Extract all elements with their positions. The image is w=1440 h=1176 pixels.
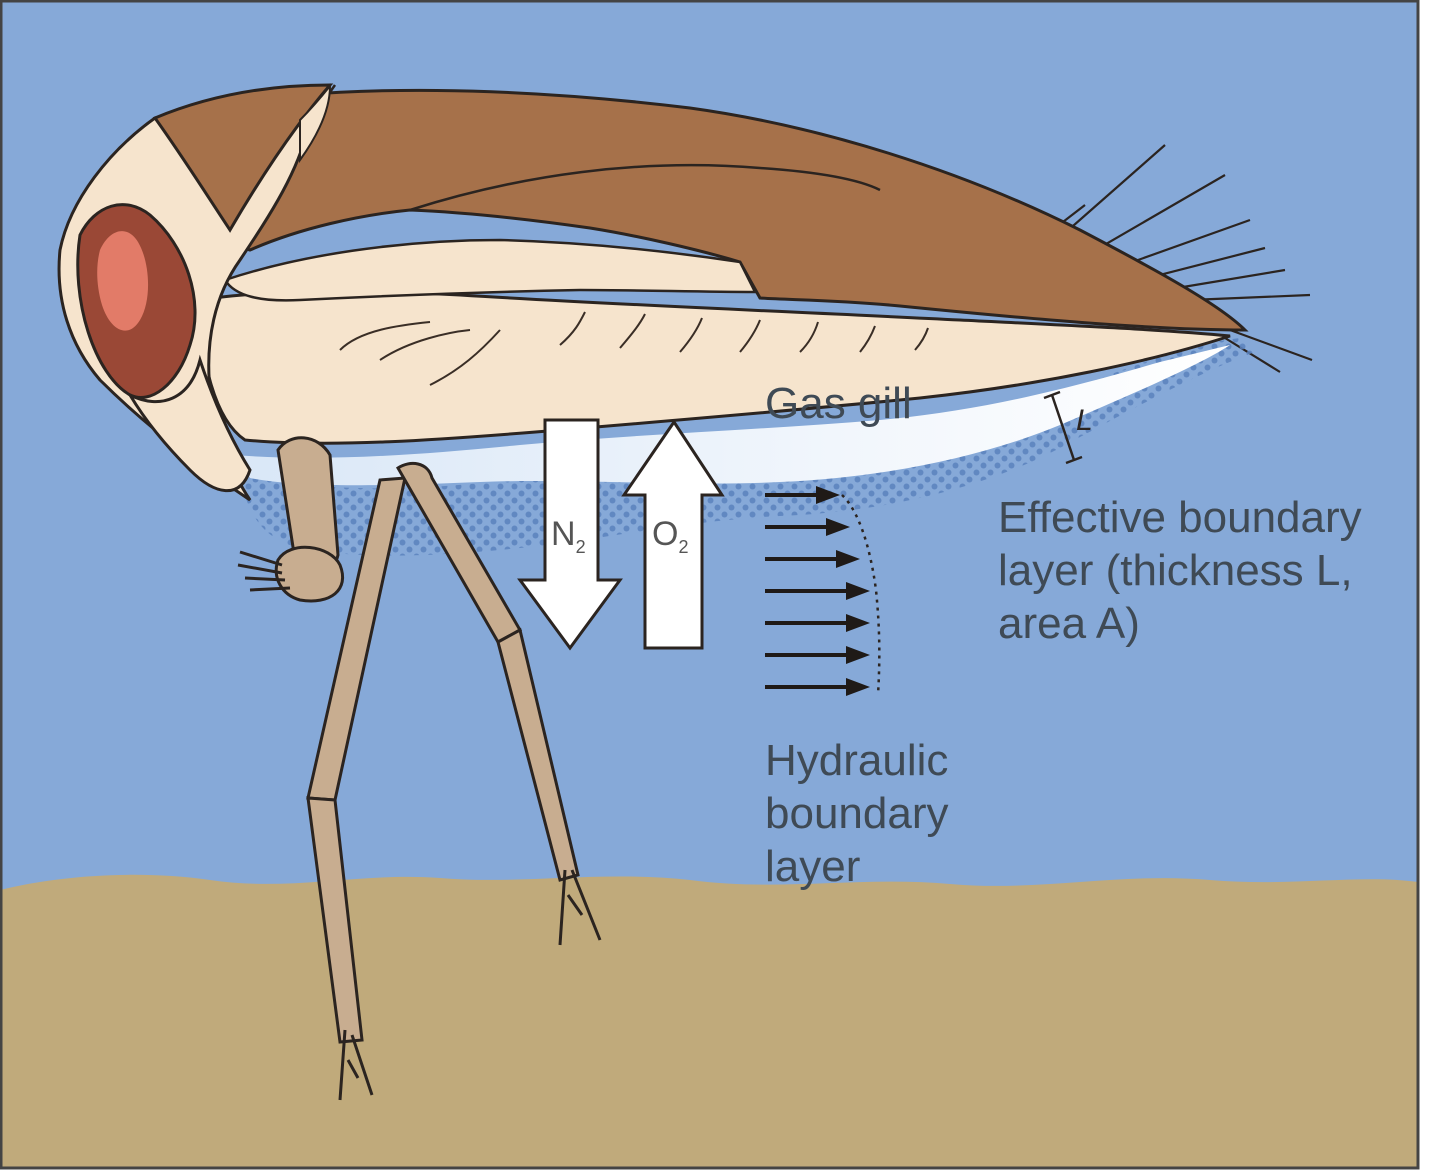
insect-legs <box>274 436 580 1044</box>
wing-crease <box>409 163 881 212</box>
pronotum-highlight <box>299 83 332 164</box>
abdomen-segments <box>339 311 929 386</box>
insect-eye-inner <box>97 231 149 331</box>
flow-arrow-head <box>836 550 860 568</box>
n2-arrow-label: N2 <box>551 515 586 557</box>
effective-boundary-layer <box>240 338 1255 556</box>
velocity-profile-curve <box>841 494 881 696</box>
wing-vein-strip <box>223 238 758 302</box>
sediment-floor <box>0 874 1418 1168</box>
leg-claws <box>237 550 602 1101</box>
thickness-marker <box>1043 390 1083 465</box>
effective-boundary-layer-label: Effective boundary layer (thickness L, a… <box>998 493 1374 648</box>
n2-arrow <box>517 418 623 651</box>
gas-gill <box>235 345 1230 486</box>
insect-face <box>126 354 252 493</box>
flow-arrow-head <box>846 678 870 696</box>
o2-arrow-label: O2 <box>652 515 688 557</box>
insect-abdomen <box>198 290 1231 445</box>
flow-arrow-head <box>846 614 870 632</box>
hydraulic-flow-arrows <box>765 486 870 696</box>
insect-pronotum <box>152 83 334 233</box>
flow-arrow-head <box>846 582 870 600</box>
flow-arrow-head <box>846 646 870 664</box>
gas-gill-label: Gas gill <box>765 379 912 428</box>
thickness-marker-label: L <box>1076 404 1093 437</box>
hydraulic-boundary-layer-label: Hydraulic boundary layer <box>765 736 961 891</box>
insect-forewing <box>213 88 1249 332</box>
flow-arrow-head <box>816 486 840 504</box>
flow-arrow-head <box>826 518 850 536</box>
o2-arrow <box>621 419 725 650</box>
